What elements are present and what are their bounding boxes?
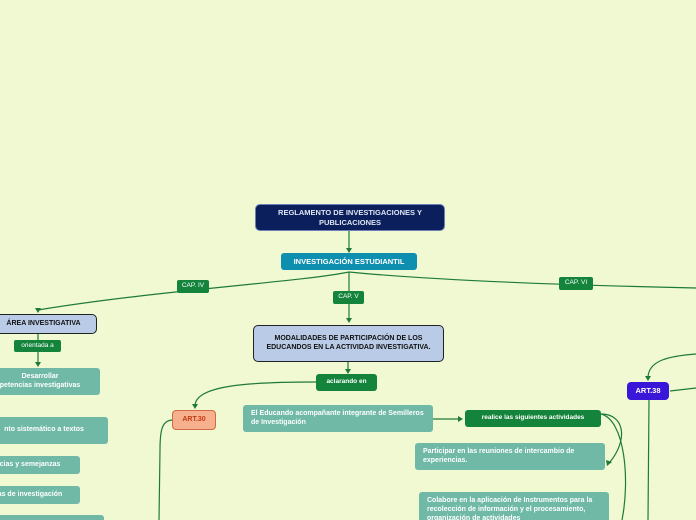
link-aclarando-art30 [194,381,317,407]
left-item-node[interactable]: nto sistemático a textos [0,417,108,444]
arrow-to-art38 [645,376,651,381]
modalidades-node[interactable]: MODALIDADES DE PARTICIPACIÓN DE LOS EDUC… [253,325,444,362]
arrow-to-participar [606,460,612,466]
link-art38-down [647,399,650,520]
arrow-to-realice [458,416,463,422]
arrow-to-area [35,308,41,313]
link-realice-participar [600,413,623,463]
educando-node[interactable]: El Educando acompañante integrante de Se… [243,405,433,432]
participar-node[interactable]: Participar en las reuniones de intercamb… [415,443,605,470]
link-art30-down [158,419,174,520]
arrow-to-art30 [192,404,198,409]
arrow-to-modalidades [346,318,352,323]
left-item-node[interactable]: as de investigación [0,486,80,504]
desarrollar-node[interactable]: Desarrollar petencias investigativas [0,368,100,395]
link-realice-colabore [600,413,627,520]
aclarando-label[interactable]: aclarando en [316,374,377,391]
realice-actividades-node[interactable]: realice las siguientes actividades [465,410,601,427]
art30-node[interactable]: ART.30 [172,410,216,430]
left-item-node-partial [0,515,104,520]
colabore-node[interactable]: Colabore en la aplicación de Instrumento… [419,492,609,520]
cap-vi-label[interactable]: CAP. VI [559,277,593,290]
arrow-to-aclarando [345,369,351,374]
link-art38-right [669,387,696,392]
investigacion-estudiantil-node[interactable]: INVESTIGACIÓN ESTUDIANTIL [281,253,417,270]
root-node[interactable]: REGLAMENTO DE INVESTIGACIONES Y PUBLICAC… [255,204,445,231]
orientada-label[interactable]: orientada a [14,340,61,352]
cap-v-label[interactable]: CAP. V [333,291,364,304]
link-investigacion-cap-iv [37,271,350,311]
area-investigativa-node[interactable]: ÁREA INVESTIGATIVA [0,314,97,334]
cap-iv-label[interactable]: CAP. IV [177,280,209,293]
link-cap-vi-art38 [647,353,696,379]
link-investigacion-cap-vi [348,271,696,289]
left-item-node[interactable]: cias y semejanzas [0,456,80,474]
arrow-to-investigacion [346,248,352,253]
art38-node[interactable]: ART.38 [627,382,669,400]
arrow-to-desarrollar [35,362,41,367]
